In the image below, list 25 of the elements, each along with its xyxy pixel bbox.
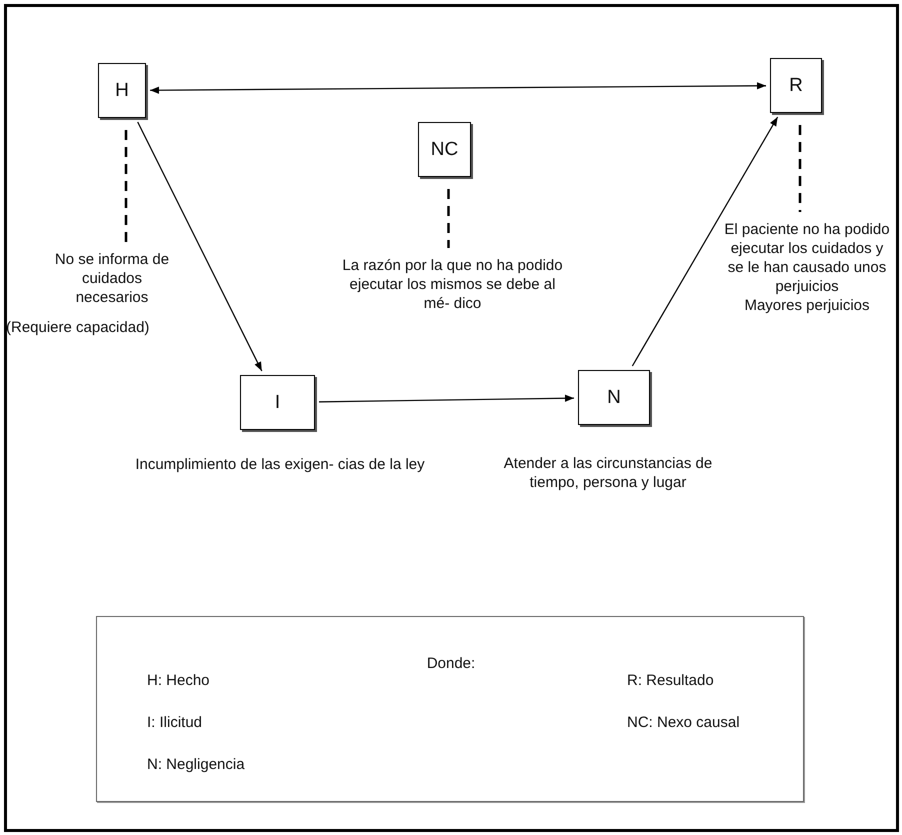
legend-entry: NC: Nexo causal — [627, 713, 741, 732]
letter-box: NC — [418, 122, 471, 177]
legend-entry: N: Negligencia — [147, 755, 246, 774]
legend-entry: R: Resultado — [627, 671, 715, 690]
arrow — [632, 116, 778, 366]
letter-box: N — [578, 370, 650, 425]
legend-entry: H: Hecho — [147, 671, 211, 690]
caption-text: Incumplimiento de las exigen- cias de la ley — [134, 455, 426, 474]
dashed-connector — [798, 125, 802, 212]
dashed-connector — [124, 130, 128, 242]
legend-box — [96, 616, 804, 802]
note-text: (Requiere capacidad) — [6, 318, 150, 337]
arrow — [137, 122, 262, 372]
letter-box: H — [98, 63, 146, 118]
dashed-connector — [447, 189, 450, 248]
letter-box: I — [240, 375, 315, 430]
letter-box: R — [770, 58, 822, 113]
annotation-text: La razón por la que no ha podido ejecutar los mismos se debe al mé- dico — [340, 256, 565, 313]
legend-entry: I: Ilicitud — [147, 713, 204, 732]
arrow — [150, 82, 766, 94]
annotation-text: No se informa de cuidados necesarios — [52, 250, 172, 307]
legend-heading: Donde: — [426, 654, 476, 673]
annotation-text: El paciente no ha podido ejecutar los cuidados y se le han causado unos perjuicios — [724, 220, 890, 296]
caption-text: Atender a las circunstancias de tiempo, persona y lugar — [502, 454, 714, 492]
annotation-text: Mayores perjuicios — [743, 296, 871, 315]
